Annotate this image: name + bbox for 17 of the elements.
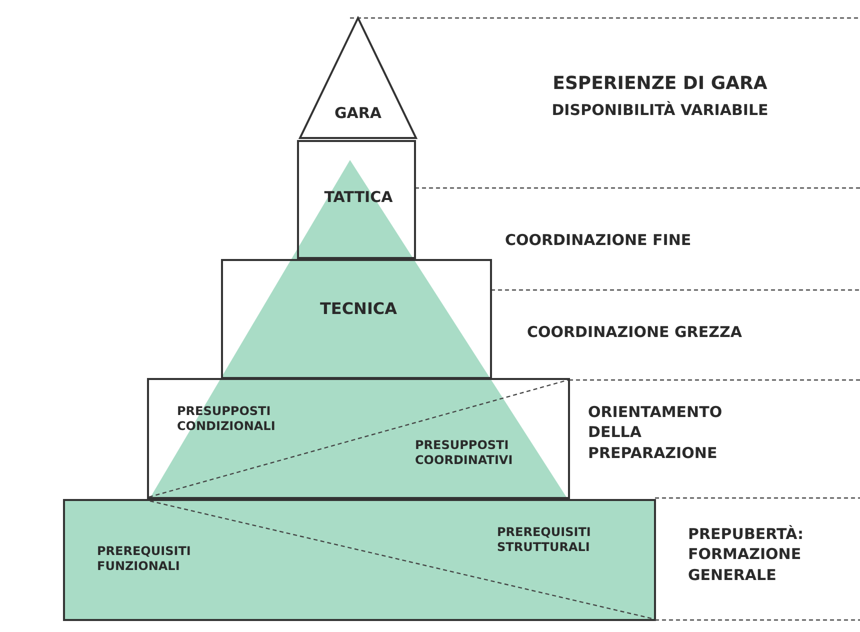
stage-box: [221, 259, 492, 379]
stage-label: PRESUPPOSTI COORDINATIVI: [415, 438, 514, 468]
stage-label: PREREQUISITI STRUTTURALI: [497, 525, 592, 555]
level-description: COORDINAZIONE GREZZA: [527, 322, 743, 342]
stage-label: GARA: [333, 104, 383, 123]
level-description: ORIENTAMENTO DELLA PREPARAZIONE: [588, 402, 724, 463]
stage-box: [63, 499, 656, 621]
level-description: DISPONIBILITÀ VARIABILE: [550, 100, 770, 120]
stage-label: PRESUPPOSTI CONDIZIONALI: [177, 404, 276, 434]
level-description: PREPUBERTÀ: FORMAZIONE GENERALE: [688, 524, 804, 585]
stage-label: TATTICA: [323, 188, 394, 207]
roof-triangle: [298, 16, 418, 140]
stage-box: [297, 140, 416, 259]
stage-label: TECNICA: [318, 299, 398, 319]
level-description: COORDINAZIONE FINE: [505, 230, 692, 250]
stage-label: PREREQUISITI FUNZIONALI: [97, 544, 192, 574]
level-description: ESPERIENZE DI GARA: [552, 72, 768, 96]
